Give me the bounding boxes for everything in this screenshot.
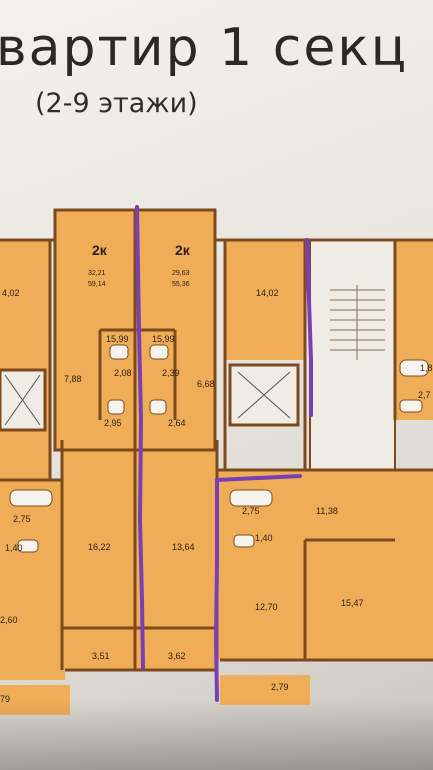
room-label: 6,68 <box>197 379 215 389</box>
room-label: 3,51 <box>92 651 110 661</box>
room-label: 15,47 <box>341 598 364 608</box>
room-label: 1,8 <box>420 363 433 373</box>
page-subtitle: (2-9 этажи) <box>35 88 198 119</box>
room-label: 1,40 <box>5 543 23 553</box>
apartment-2-living-area: 29,63 <box>172 270 190 277</box>
room-label: 3,62 <box>168 651 186 661</box>
room-label: 2,95 <box>104 418 122 428</box>
apartment-2-total-area: 55,36 <box>172 281 190 288</box>
room-label: 2,75 <box>13 514 31 524</box>
room-label: 79 <box>0 694 10 704</box>
apartment-1-rooms: 2к <box>92 242 108 258</box>
page-title: вартир 1 секц <box>0 18 409 78</box>
floor-plan: 2к 32,21 59,14 2к 29,63 55,36 4,02 14,02… <box>0 205 433 715</box>
room-label: 2,60 <box>0 615 18 625</box>
left-bottom-apartment <box>0 480 65 680</box>
apartment-1-total-area: 59,14 <box>88 281 106 288</box>
room-label: 2,39 <box>162 368 180 378</box>
apartment-1-living-area: 32,21 <box>88 270 106 277</box>
room-label: 4,02 <box>2 288 20 298</box>
right-balcony-area <box>220 675 310 705</box>
room-label: 2,75 <box>242 506 260 516</box>
room-label: 15,99 <box>106 334 129 344</box>
elevator-right <box>228 363 300 427</box>
room-label: 2,64 <box>168 418 186 428</box>
marker-lines <box>135 205 313 702</box>
room-label: 1,40 <box>255 533 273 543</box>
room-label: 2,7 <box>418 390 431 400</box>
room-label: 12,70 <box>255 602 278 612</box>
room-label: 2,08 <box>114 368 132 378</box>
balcony-area <box>65 628 215 670</box>
room-label: 13,64 <box>172 542 195 552</box>
left-edge-apartment <box>0 240 50 480</box>
elevator-left <box>0 368 47 432</box>
room-label: 7,88 <box>64 374 82 384</box>
room-label: 15,99 <box>152 334 175 344</box>
photo-shadow <box>0 700 433 770</box>
right-top-room-area <box>225 240 305 360</box>
apartment-2-rooms: 2к <box>175 242 191 258</box>
apartment-fills <box>0 210 433 715</box>
staircase <box>309 239 396 471</box>
room-label: 11,38 <box>316 506 338 516</box>
room-label: 14,02 <box>256 288 279 298</box>
room-label: 16,22 <box>88 542 111 552</box>
right-edge-apartment <box>395 240 433 420</box>
left-balcony-area <box>0 685 70 715</box>
fixtures <box>9 344 429 553</box>
room-label: 2,79 <box>271 682 289 692</box>
